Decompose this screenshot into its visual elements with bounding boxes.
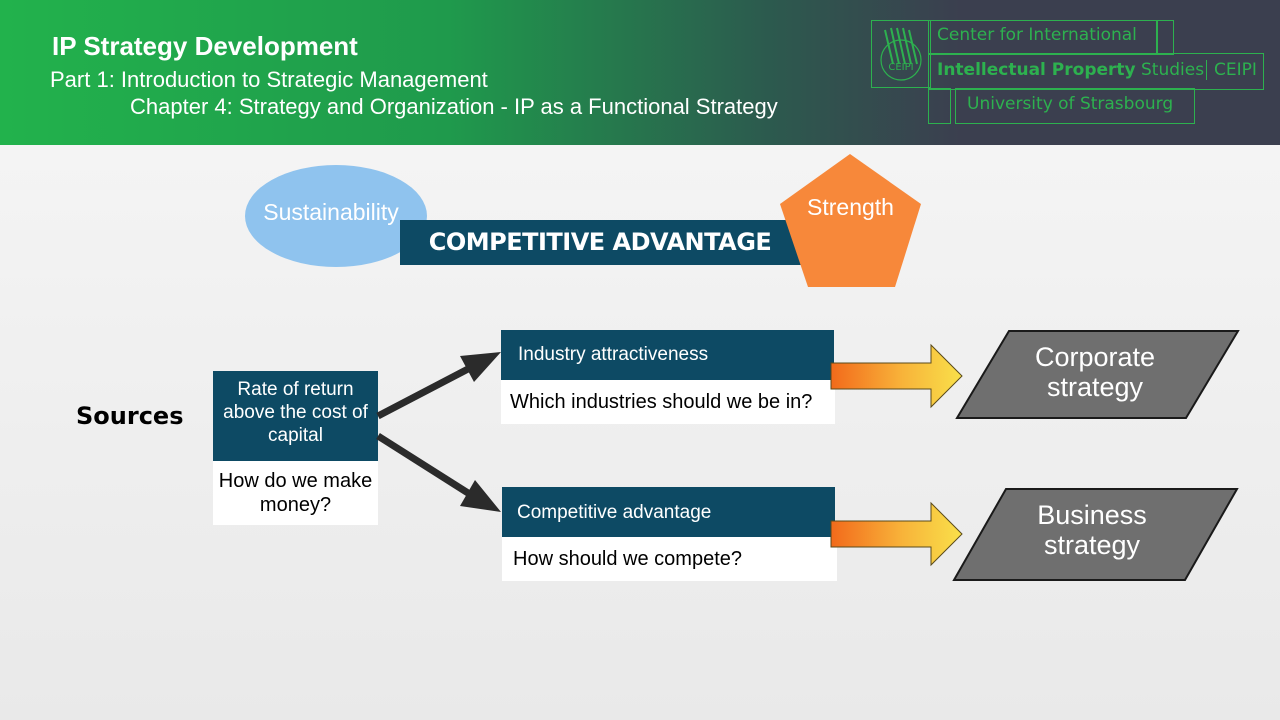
rate-of-return-box: Rate of return above the cost of capital: [213, 371, 378, 461]
block-arrow-business: [830, 501, 963, 567]
how-money-box: How do we make money?: [213, 461, 378, 525]
strength-pentagon: [780, 154, 921, 287]
part-title: Part 1: Introduction to Strategic Manage…: [50, 67, 488, 92]
arrow-to-industry: [376, 352, 501, 420]
industry-question-box: Which industries should we be in?: [501, 380, 835, 424]
business-line2: strategy: [1043, 530, 1141, 560]
competitive-question-box: How should we compete?: [502, 537, 837, 581]
block-arrow-corporate: [830, 343, 963, 409]
header-banner: [0, 0, 1280, 145]
business-line1: Business: [1037, 500, 1147, 530]
business-strategy-label: Business strategy: [992, 500, 1192, 560]
sources-label: Sources: [76, 402, 184, 430]
corporate-strategy-label: Corporate strategy: [995, 342, 1195, 402]
corporate-line1: Corporate: [1034, 342, 1156, 372]
strength-label: Strength: [807, 194, 894, 220]
corporate-strategy-shape: [955, 330, 1240, 419]
chapter-title: Chapter 4: Strategy and Organization - I…: [130, 94, 778, 119]
business-strategy-shape: [952, 488, 1239, 581]
course-title: IP Strategy Development: [52, 31, 358, 61]
corporate-line2: strategy: [1046, 372, 1144, 402]
arrow-to-competitive: [376, 433, 501, 512]
sustainability-ellipse: [245, 165, 427, 267]
competitive-advantage-box: Competitive advantage: [502, 487, 835, 537]
competitive-advantage-label: COMPETITIVE ADVANTAGE: [428, 228, 772, 256]
industry-attractiveness-box: Industry attractiveness: [501, 330, 834, 380]
sustainability-label: Sustainability: [263, 199, 399, 225]
competitive-advantage-bar: [400, 220, 815, 265]
